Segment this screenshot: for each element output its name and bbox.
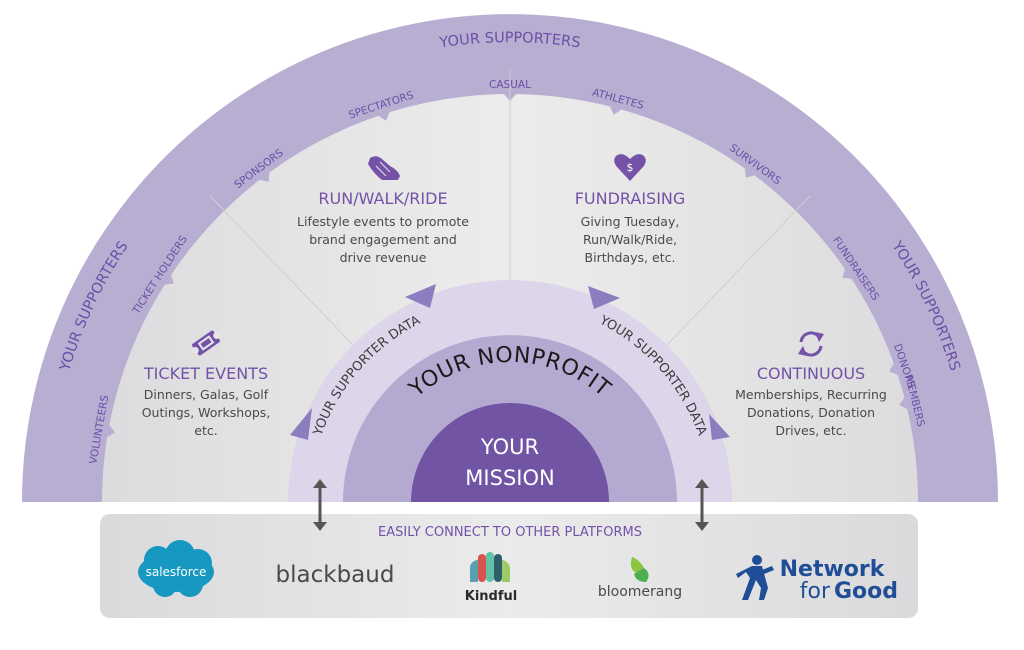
- segment-desc-line: drive revenue: [340, 250, 427, 265]
- sub-label-notches: [107, 94, 908, 438]
- outer-label-top: YOUR SUPPORTERS: [438, 30, 582, 51]
- notch: [842, 268, 852, 279]
- notch: [107, 425, 116, 438]
- logo-kindful[interactable]: Kindful: [465, 552, 517, 604]
- segment-desc-line: Donations, Donation: [747, 405, 875, 420]
- mission-line-1: YOUR: [480, 435, 539, 459]
- notch: [259, 172, 270, 182]
- notch: [745, 168, 755, 178]
- segment-desc-line: Lifestyle events to promote: [297, 214, 469, 229]
- ticket-icon: [191, 330, 221, 356]
- segment-desc-line: etc.: [194, 423, 217, 438]
- segment-desc-line: Drives, etc.: [775, 423, 846, 438]
- logo-salesforce[interactable]: salesforce: [138, 540, 214, 597]
- notch: [164, 274, 174, 285]
- segment-desc-line: Giving Tuesday,: [581, 214, 680, 229]
- platforms-title: EASILY CONNECT TO OTHER PLATFORMS: [378, 525, 642, 540]
- refresh-icon: [798, 331, 824, 357]
- connector-right: [695, 479, 709, 531]
- notch: [609, 106, 622, 115]
- segment-title: FUNDRAISING: [575, 189, 686, 208]
- network-for-good-figure-icon: [736, 555, 774, 600]
- flow-arrow-left: [290, 408, 312, 440]
- connector-left: [313, 479, 327, 531]
- divider-right: [666, 195, 811, 346]
- divider-left: [209, 195, 354, 346]
- segment-desc-line: Birthdays, etc.: [585, 250, 676, 265]
- flow-arrow-upper-right: [588, 286, 620, 309]
- mission-line-2: MISSION: [465, 466, 554, 490]
- segment-desc-line: Memberships, Recurring: [735, 387, 887, 402]
- flow-arrow-right: [709, 414, 730, 440]
- supporter-type-label: CASUAL: [489, 79, 531, 91]
- notch: [899, 397, 908, 410]
- segment-desc-line: brand engagement and: [309, 232, 457, 247]
- mission-core: [411, 403, 609, 502]
- flow-arrow-upper-left: [405, 284, 436, 308]
- segment-desc-line: Outings, Workshops,: [142, 405, 271, 420]
- segment-run-walk-ride: RUN/WALK/RIDE Lifestyle events to promot…: [297, 156, 469, 265]
- logo-bloomerang[interactable]: bloomerang: [598, 557, 682, 600]
- nfg-text-good: Good: [834, 579, 898, 604]
- flow-arrows: [290, 284, 730, 440]
- bloomerang-text: bloomerang: [598, 584, 682, 600]
- notch: [889, 363, 898, 375]
- kindful-text: Kindful: [465, 589, 517, 604]
- segment-ticket-events: TICKET EVENTS Dinners, Galas, Golf Outin…: [142, 330, 271, 438]
- segment-title: CONTINUOUS: [757, 364, 865, 383]
- bloomerang-leaf-icon: [630, 557, 649, 582]
- segment-dividers: [209, 70, 811, 346]
- segment-desc-line: Run/Walk/Ride,: [583, 232, 677, 247]
- salesforce-text: salesforce: [146, 565, 207, 579]
- segment-desc-line: Dinners, Galas, Golf: [144, 387, 269, 402]
- segment-fundraising: $ FUNDRAISING Giving Tuesday, Run/Walk/R…: [575, 154, 686, 265]
- salesforce-cloud-icon: [138, 540, 214, 597]
- logo-network-for-good[interactable]: Network for Good: [736, 555, 898, 604]
- segment-title: RUN/WALK/RIDE: [318, 189, 447, 208]
- segment-continuous: CONTINUOUS Memberships, Recurring Donati…: [735, 331, 887, 438]
- heart-dollar-icon: $: [614, 154, 646, 181]
- notch: [378, 112, 390, 121]
- segment-title: TICKET EVENTS: [143, 364, 268, 383]
- svg-text:$: $: [627, 161, 634, 174]
- nfg-text-for: for: [800, 579, 831, 604]
- sneaker-icon: [368, 156, 400, 180]
- kindful-cloud-icon: [470, 552, 511, 582]
- blackbaud-text: blackbaud: [276, 562, 395, 588]
- logo-blackbaud[interactable]: blackbaud: [276, 562, 395, 588]
- nfg-text-line1: Network: [780, 557, 886, 582]
